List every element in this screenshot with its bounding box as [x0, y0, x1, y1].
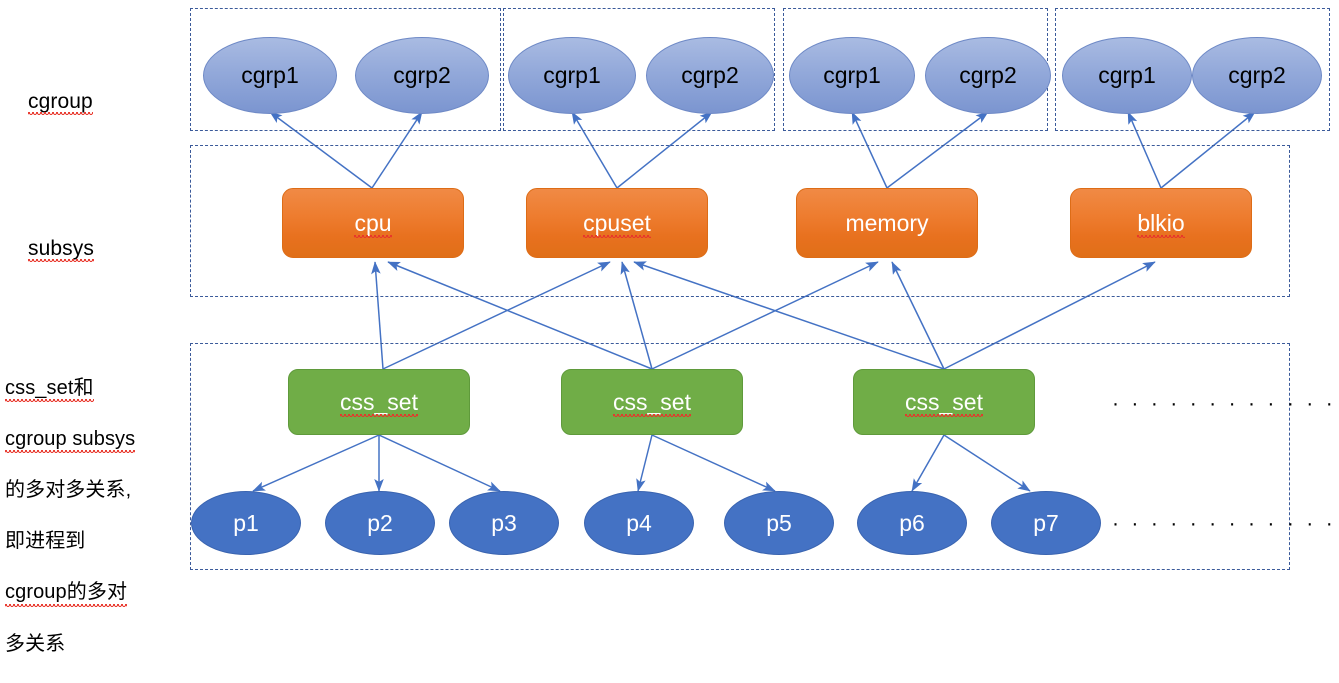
edge-cpu-cgrp2 — [371, 111, 423, 189]
process-node-p2[interactable]: p2 — [325, 491, 435, 555]
cgroup-node-h4-cgrp1[interactable]: cgrp1 — [1062, 37, 1192, 114]
row-label-cssset-line-3: 的多对多关系, — [5, 478, 132, 501]
row-label-cgroup: cgroup — [28, 63, 93, 115]
edge-css2-cpu — [387, 261, 653, 370]
diagram-canvas: cgroup subsys css_set和 cgroup subsys 的多对… — [5, 8, 1339, 655]
cgroup-node-label: cgrp2 — [393, 62, 451, 88]
edge-cpuset-cgrp1 — [571, 111, 618, 189]
edge-css3-memory — [891, 261, 945, 370]
cssset-node-2[interactable]: css_set — [561, 369, 743, 435]
row-label-subsys-text: subsys — [28, 236, 94, 262]
edge-css2-memory — [651, 261, 879, 370]
process-node-p4[interactable]: p4 — [584, 491, 694, 555]
cgroup-node-h4-cgrp2[interactable]: cgrp2 — [1192, 37, 1322, 114]
edge-cpu-cgrp1 — [269, 111, 373, 189]
cssset-process-container — [190, 343, 1290, 570]
row-label-cssset-line-4: 即进程到 — [5, 530, 86, 553]
edge-css2-cpuset — [620, 261, 653, 370]
edge-css3-p6 — [911, 434, 945, 492]
edge-group-cssset-to-process — [252, 434, 1031, 492]
edge-css3-cpuset — [633, 261, 945, 370]
cgroup-node-h2-cgrp2[interactable]: cgrp2 — [646, 37, 774, 114]
process-node-label: p4 — [626, 509, 652, 536]
edge-memory-cgrp2 — [886, 111, 989, 189]
cgroup-node-label: cgrp1 — [1098, 62, 1156, 88]
edge-cpuset-cgrp2 — [616, 111, 713, 189]
cgroup-node-h3-cgrp2[interactable]: cgrp2 — [925, 37, 1051, 114]
row-label-cssset-line-2: cgroup subsys — [5, 427, 136, 453]
subsys-node-cpuset[interactable]: cpuset — [526, 188, 708, 258]
cgroup-node-label: cgrp1 — [241, 62, 299, 88]
process-node-label: p1 — [233, 509, 259, 536]
cgroup-node-label: cgrp2 — [959, 62, 1017, 88]
process-node-label: p3 — [491, 509, 517, 536]
edge-css3-p7 — [943, 434, 1031, 492]
cssset-node-label: css_set — [905, 388, 983, 417]
cgroup-node-label: cgrp1 — [543, 62, 601, 88]
edge-css1-cpu — [371, 261, 384, 370]
edge-css2-p5 — [651, 434, 776, 492]
subsys-node-label: blkio — [1137, 209, 1185, 238]
cgroup-hierarchy-4 — [1055, 8, 1330, 131]
cssset-node-label: css_set — [613, 388, 691, 417]
edge-group-cssset-to-subsys — [371, 261, 1156, 370]
edge-css2-p4 — [636, 434, 653, 492]
process-node-p1[interactable]: p1 — [191, 491, 301, 555]
edge-css1-p1 — [252, 434, 380, 492]
subsys-node-blkio[interactable]: blkio — [1070, 188, 1252, 258]
cgroup-node-label: cgrp1 — [823, 62, 881, 88]
edge-blkio-cgrp2 — [1160, 111, 1256, 189]
cgroup-hierarchy-1 — [190, 8, 501, 131]
edge-css1-cpuset — [382, 261, 611, 370]
process-node-p7[interactable]: p7 — [991, 491, 1101, 555]
process-row-ellipsis: · · · · · · · · · · · · · · · · · · — [1112, 512, 1339, 535]
connector-layer — [252, 111, 1256, 492]
cssset-row-ellipsis: · · · · · · · · · · · · · · · · · · — [1112, 392, 1339, 415]
edge-memory-cgrp1 — [851, 111, 888, 189]
cgroup-node-label: cgrp2 — [681, 62, 739, 88]
edge-group-subsys-to-cgroup — [269, 111, 1256, 189]
subsys-node-label: cpuset — [583, 209, 651, 238]
cgroup-node-h3-cgrp1[interactable]: cgrp1 — [789, 37, 915, 114]
row-label-cgroup-text: cgroup — [28, 89, 93, 115]
cgroup-node-h1-cgrp2[interactable]: cgrp2 — [355, 37, 489, 114]
process-node-p3[interactable]: p3 — [449, 491, 559, 555]
row-label-subsys: subsys — [28, 210, 94, 262]
subsys-node-label: memory — [845, 209, 929, 236]
subsys-node-label: cpu — [354, 209, 392, 238]
subsys-node-cpu[interactable]: cpu — [282, 188, 464, 258]
edge-blkio-cgrp1 — [1127, 111, 1162, 189]
process-node-p5[interactable]: p5 — [724, 491, 834, 555]
row-label-cssset-line-5: cgroup的多对 — [5, 580, 128, 607]
edge-css1-p3 — [378, 434, 501, 492]
row-label-cssset: css_set和 cgroup subsys 的多对多关系, 即进程到 cgro… — [5, 350, 180, 683]
cgroup-node-h2-cgrp1[interactable]: cgrp1 — [508, 37, 636, 114]
cgroup-node-h1-cgrp1[interactable]: cgrp1 — [203, 37, 337, 114]
cssset-node-1[interactable]: css_set — [288, 369, 470, 435]
subsys-container — [190, 145, 1290, 297]
row-label-cssset-line-1: css_set和 — [5, 376, 94, 402]
process-node-label: p7 — [1033, 509, 1059, 536]
process-node-label: p2 — [367, 509, 393, 536]
edge-css3-blkio — [943, 261, 1156, 370]
subsys-node-memory[interactable]: memory — [796, 188, 978, 258]
row-label-cssset-line-6: 多关系 — [5, 632, 66, 655]
cssset-node-3[interactable]: css_set — [853, 369, 1035, 435]
cgroup-hierarchy-2 — [503, 8, 775, 131]
process-node-label: p5 — [766, 509, 792, 536]
process-node-p6[interactable]: p6 — [857, 491, 967, 555]
cgroup-node-label: cgrp2 — [1228, 62, 1286, 88]
process-node-label: p6 — [899, 509, 925, 536]
cssset-node-label: css_set — [340, 388, 418, 417]
